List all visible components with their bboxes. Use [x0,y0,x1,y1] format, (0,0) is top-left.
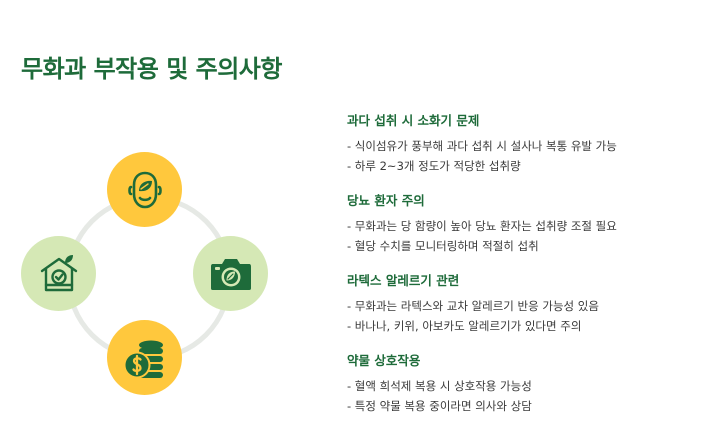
bullet-list: - 무화과는 라텍스와 교차 알레르기 반응 가능성 있음 - 바나나, 키위,… [347,296,717,336]
section-heading: 당뇨 환자 주의 [347,193,425,208]
section-heading: 약물 상호작용 [347,353,421,368]
home-check-icon [40,254,77,291]
list-item: - 혈액 희석제 복용 시 상호작용 가능성 [347,379,532,393]
precaution-sections: 과다 섭취 시 소화기 문제 - 식이섬유가 풍부해 과다 섭취 시 설사나 복… [347,112,717,432]
section-diabetes: 당뇨 환자 주의 - 무화과는 당 함량이 높아 당뇨 환자는 섭취량 조절 필… [347,192,717,256]
bullet-list: - 무화과는 당 함량이 높아 당뇨 환자는 섭취량 조절 필요 - 혈당 수치… [347,216,717,256]
coins-dollar-icon [123,340,163,378]
section-drug-interaction: 약물 상호작용 - 혈액 희석제 복용 시 상호작용 가능성 - 특정 약물 복… [347,352,717,416]
list-item: - 무화과는 당 함량이 높아 당뇨 환자는 섭취량 조절 필요 [347,219,617,233]
diagram-node-left [21,236,96,311]
list-item: - 식이섬유가 풍부해 과다 섭취 시 설사나 복통 유발 가능 [347,139,617,153]
diagram-node-right [193,236,268,311]
section-digestive: 과다 섭취 시 소화기 문제 - 식이섬유가 풍부해 과다 섭취 시 설사나 복… [347,112,717,176]
section-latex-allergy: 라텍스 알레르기 관련 - 무화과는 라텍스와 교차 알레르기 반응 가능성 있… [347,272,717,336]
diagram-node-bottom [107,320,182,395]
cycle-diagram [0,0,340,448]
list-item: - 바나나, 키위, 아보카도 알레르기가 있다면 주의 [347,319,582,333]
diagram-node-top [107,152,182,227]
list-item: - 무화과는 라텍스와 교차 알레르기 반응 가능성 있음 [347,299,599,313]
list-item: - 하루 2~3개 정도가 적당한 섭취량 [347,159,521,173]
camera-leaf-icon [210,258,251,290]
list-item: - 혈당 수치를 모니터링하며 적절히 섭취 [347,239,539,253]
list-item: - 특정 약물 복용 중이라면 의사와 상담 [347,399,532,413]
section-heading: 과다 섭취 시 소화기 문제 [347,113,480,128]
bullet-list: - 혈액 희석제 복용 시 상호작용 가능성 - 특정 약물 복용 중이라면 의… [347,376,717,416]
bullet-list: - 식이섬유가 풍부해 과다 섭취 시 설사나 복통 유발 가능 - 하루 2~… [347,136,717,176]
face-leaf-icon [127,171,162,208]
page-title: 무화과 부작용 및 주의사항 [21,55,282,83]
section-heading: 라텍스 알레르기 관련 [347,273,460,288]
